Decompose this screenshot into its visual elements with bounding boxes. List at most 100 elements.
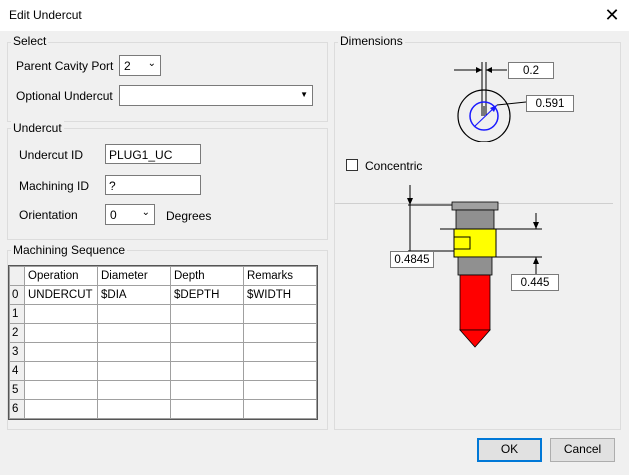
dropdown-arrow-icon: ▼	[300, 90, 308, 99]
top-diameter-value[interactable]: 0.591	[526, 95, 574, 112]
undercut-circle	[469, 101, 499, 131]
table-cell[interactable]	[97, 399, 171, 419]
side-diameter-value[interactable]: 0.445	[511, 274, 559, 291]
tool-tip	[459, 329, 491, 348]
table-cell[interactable]: $DIA	[97, 285, 171, 305]
tool-neck	[455, 209, 495, 231]
arrow-down-icon	[533, 222, 539, 229]
table-cell[interactable]	[170, 361, 244, 381]
title-bar	[0, 0, 629, 31]
table-cell[interactable]	[243, 304, 317, 324]
arrow-down-icon	[407, 198, 413, 205]
table-cell[interactable]: UNDERCUT	[24, 285, 98, 305]
table-cell[interactable]	[243, 399, 317, 419]
undercut-step	[453, 236, 471, 250]
table-row[interactable]: 6	[9, 399, 317, 419]
table-cell[interactable]	[24, 304, 98, 324]
side-depth-value[interactable]: 0.4845	[390, 251, 434, 268]
table-row[interactable]: 2	[9, 323, 317, 343]
orientation-label: Orientation	[19, 208, 78, 222]
undercut-group	[7, 128, 328, 240]
table-cell[interactable]	[24, 380, 98, 400]
table-cell[interactable]	[243, 380, 317, 400]
table-cell[interactable]	[24, 399, 98, 419]
arrow-up-icon	[533, 257, 539, 264]
tool-body	[459, 274, 491, 331]
concentric-label: Concentric	[365, 159, 423, 173]
top-width-value[interactable]: 0.2	[508, 62, 554, 79]
table-cell[interactable]: $WIDTH	[243, 285, 317, 305]
chevron-down-icon: ⌄	[141, 207, 150, 218]
table-cell[interactable]	[97, 304, 171, 324]
table-cell[interactable]	[24, 342, 98, 362]
orientation-unit: Degrees	[166, 209, 212, 223]
column-header-remarks[interactable]: Remarks	[243, 266, 317, 286]
table-cell[interactable]	[97, 380, 171, 400]
table-cell[interactable]	[170, 304, 244, 324]
row-index[interactable]: 3	[9, 342, 25, 362]
table-cell[interactable]	[24, 323, 98, 343]
close-icon[interactable]: ✕	[604, 5, 620, 25]
table-cell[interactable]	[170, 380, 244, 400]
top-view-diagram	[454, 62, 527, 142]
parent-cavity-port-select[interactable]: 2 ⌄	[119, 55, 161, 76]
window-title: Edit Undercut	[9, 8, 82, 22]
orientation-value: 0	[110, 208, 117, 222]
diameter-leader	[496, 101, 527, 106]
row-index[interactable]: 1	[9, 304, 25, 324]
column-header-diameter[interactable]: Diameter	[97, 266, 171, 286]
arrow-diag-icon	[490, 105, 497, 112]
table-cell[interactable]	[97, 361, 171, 381]
column-header-depth[interactable]: Depth	[170, 266, 244, 286]
machining-sequence-group	[7, 250, 328, 430]
column-header-operation[interactable]: Operation	[24, 266, 98, 286]
row-index[interactable]: 0	[9, 285, 25, 305]
table-cell[interactable]	[170, 399, 244, 419]
orientation-select[interactable]: 0 ⌄	[105, 204, 155, 225]
table-cell[interactable]	[24, 361, 98, 381]
parent-cavity-port-label: Parent Cavity Port	[16, 59, 114, 73]
outer-circle	[457, 89, 511, 142]
table-cell[interactable]	[97, 323, 171, 343]
dimensions-group	[334, 42, 621, 430]
row-header-corner	[9, 266, 25, 286]
undercut-id-label: Undercut ID	[19, 148, 84, 162]
row-index[interactable]: 6	[9, 399, 25, 419]
table-cell[interactable]	[170, 342, 244, 362]
select-group-label: Select	[11, 34, 49, 48]
table-cell[interactable]: $DEPTH	[170, 285, 244, 305]
cancel-button[interactable]: Cancel	[550, 438, 615, 462]
machining-id-label: Machining ID	[19, 179, 90, 193]
table-cell[interactable]	[243, 342, 317, 362]
undercut-group-label: Undercut	[11, 121, 64, 135]
parent-cavity-port-value: 2	[124, 59, 131, 73]
table-row[interactable]: 3	[9, 342, 317, 362]
table-row[interactable]: 5	[9, 380, 317, 400]
table-cell[interactable]	[170, 323, 244, 343]
row-index[interactable]: 5	[9, 380, 25, 400]
concentric-checkbox[interactable]	[346, 159, 358, 171]
chevron-down-icon: ⌄	[147, 58, 156, 69]
row-index[interactable]: 2	[9, 323, 25, 343]
machining-sequence-group-label: Machining Sequence	[11, 243, 128, 257]
table-cell[interactable]	[243, 361, 317, 381]
row-index[interactable]: 4	[9, 361, 25, 381]
ok-button[interactable]: OK	[477, 438, 542, 462]
tool-shank	[457, 256, 493, 276]
table-cell[interactable]	[243, 323, 317, 343]
undercut-id-input[interactable]: PLUG1_UC	[105, 144, 201, 164]
table-header-row: Operation Diameter Depth Remarks	[9, 266, 317, 286]
optional-undercut-select[interactable]: ▼	[119, 85, 313, 106]
tool-head	[451, 201, 499, 211]
side-view-diagram	[407, 185, 542, 348]
arrow-right-icon	[476, 67, 482, 73]
select-group	[7, 42, 328, 122]
table-cell[interactable]	[97, 342, 171, 362]
table-row[interactable]: 1	[9, 304, 317, 324]
machining-id-input[interactable]: ?	[105, 175, 201, 195]
optional-undercut-label: Optional Undercut	[16, 89, 113, 103]
dimensions-group-label: Dimensions	[338, 34, 405, 48]
table-row[interactable]: 4	[9, 361, 317, 381]
